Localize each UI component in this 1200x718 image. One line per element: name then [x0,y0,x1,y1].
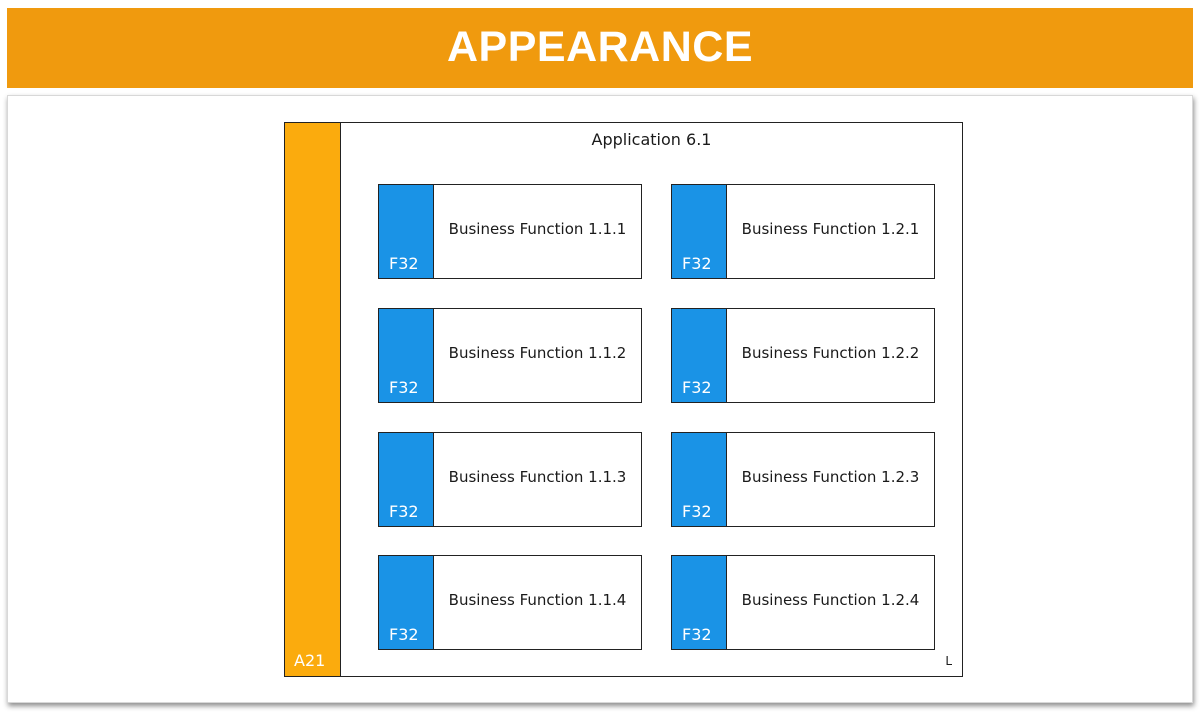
business-function-box[interactable]: F32 Business Function 1.2.2 [671,308,935,403]
function-label: Business Function 1.1.1 [448,220,627,238]
function-label: Business Function 1.1.2 [448,344,627,362]
function-code: F32 [389,254,419,273]
function-type-bar: F32 [379,556,434,649]
business-function-box[interactable]: F32 Business Function 1.2.4 [671,555,935,650]
business-function-box[interactable]: F32 Business Function 1.1.3 [378,432,642,527]
function-label: Business Function 1.2.3 [741,468,920,486]
function-type-bar: F32 [672,433,727,526]
function-code: F32 [682,378,712,397]
header-banner: APPEARANCE [7,8,1193,88]
page-title: APPEARANCE [446,22,754,71]
function-label: Business Function 1.1.3 [448,468,627,486]
function-type-bar: F32 [379,433,434,526]
function-label: Business Function 1.1.4 [448,591,627,609]
function-type-bar: F32 [672,309,727,402]
function-type-bar: F32 [672,185,727,278]
business-function-box[interactable]: F32 Business Function 1.2.1 [671,184,935,279]
function-label: Business Function 1.2.1 [741,220,920,238]
function-type-bar: F32 [379,309,434,402]
business-function-box[interactable]: F32 Business Function 1.1.4 [378,555,642,650]
function-code: F32 [389,378,419,397]
application-type-bar: A21 [285,123,341,676]
function-code: F32 [682,502,712,521]
application-corner-mark: L [945,654,952,668]
function-type-bar: F32 [672,556,727,649]
function-code: F32 [682,625,712,644]
application-box[interactable]: A21 Application 6.1 L F32 Business Funct… [284,122,963,677]
business-function-box[interactable]: F32 Business Function 1.1.1 [378,184,642,279]
business-function-box[interactable]: F32 Business Function 1.1.2 [378,308,642,403]
application-code: A21 [294,651,326,670]
function-code: F32 [682,254,712,273]
function-label: Business Function 1.2.2 [741,344,920,362]
function-type-bar: F32 [379,185,434,278]
function-code: F32 [389,625,419,644]
function-label: Business Function 1.2.4 [741,591,920,609]
business-function-box[interactable]: F32 Business Function 1.2.3 [671,432,935,527]
application-title: Application 6.1 [591,130,712,149]
function-code: F32 [389,502,419,521]
